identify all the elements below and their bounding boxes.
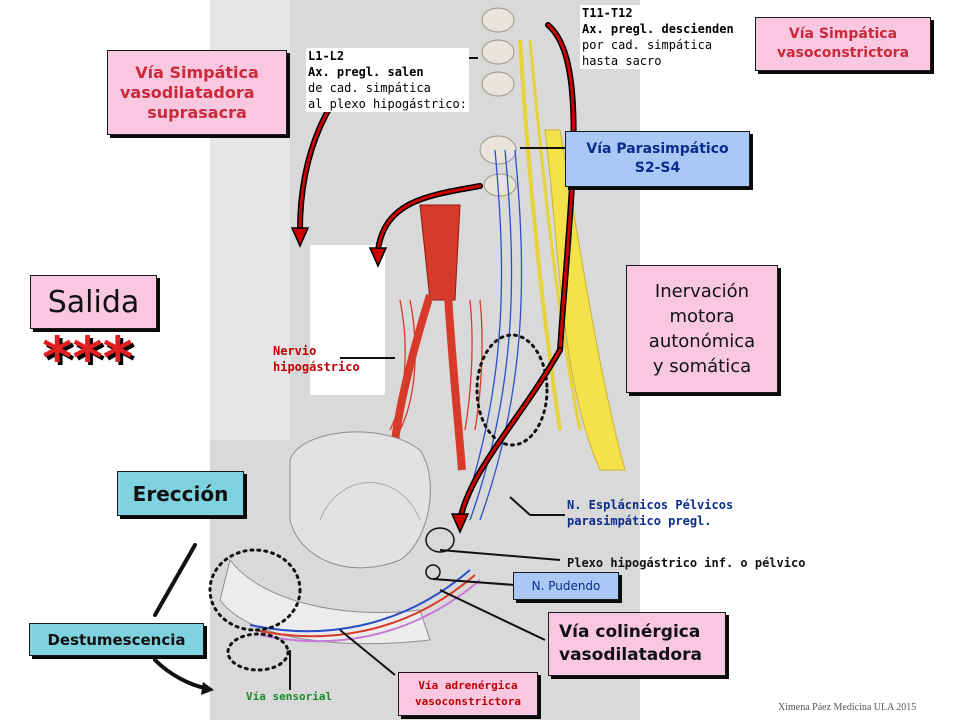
t11-line-1: T11-T12 (580, 5, 736, 21)
inervacion-line-2: motora (669, 306, 735, 327)
esplacnicos-line-2: parasimpático pregl. (567, 514, 712, 528)
esplacnicos-label: N. Esplácnicos Pélvicos parasimpático pr… (567, 497, 733, 529)
inervacion-line-1: Inervación (654, 281, 750, 302)
parasimp-line-2: S2-S4 (634, 160, 681, 176)
destumescencia-box: Destumescencia (29, 623, 204, 656)
salida-title: Salida (47, 284, 140, 320)
ereccion-box: Erección (117, 471, 244, 516)
nervio-hipogastrico-label: Nervio hipogástrico (273, 343, 360, 375)
pudendo-box: N. Pudendo (513, 572, 619, 600)
destumescencia-label: Destumescencia (47, 630, 186, 649)
t11-t12-label: T11-T12 Ax. pregl. descienden por cad. s… (580, 5, 736, 69)
simp-vasodil-line-1: Vía Simpática (135, 62, 259, 82)
colinergica-box: Vía colinérgica vasodilatadora (548, 612, 726, 676)
l1-line-1: L1-L2 (306, 48, 469, 64)
salida-title-box: Salida (30, 275, 157, 329)
pudendo-label: N. Pudendo (531, 579, 601, 593)
l1-line-2: Ax. pregl. salen (306, 64, 469, 80)
inervacion-box: Inervación motora autonómica y somática (626, 265, 778, 393)
stars-mark: *** (42, 324, 133, 392)
inervacion-line-3: autonómica (648, 331, 756, 352)
l1-line-3: de cad. simpática (306, 80, 469, 96)
simp-vasoconstrictora-box: Vía Simpática vasoconstrictora (755, 17, 931, 71)
credit-text: Ximena Páez Medicina ULA 2015 (778, 702, 917, 713)
adrenergica-box: Vía adrenérgica vasoconstrictora (398, 672, 538, 716)
sensorial-label: Vía sensorial (246, 690, 333, 703)
parasimpatico-box: Vía Parasimpático S2-S4 (565, 131, 750, 187)
inervacion-line-4: y somática (652, 356, 752, 377)
simp-vasocons-line-2: vasoconstrictora (776, 45, 910, 61)
esplacnicos-line-1: N. Esplácnicos Pélvicos (567, 498, 734, 512)
adrenergica-line-1: Vía adrenérgica (418, 679, 518, 692)
colinergica-line-1: Vía colinérgica (559, 622, 701, 642)
t11-line-2: Ax. pregl. descienden (580, 21, 736, 37)
colinergica-line-2: vasodilatadora (559, 645, 702, 665)
parasimp-line-1: Vía Parasimpático (586, 141, 729, 157)
l1-line-4: al plexo hipogástrico: (306, 96, 469, 112)
simp-vasodil-line-3: suprasacra (147, 102, 247, 122)
simp-vasodilatadora-box: Vía Simpática vasodilatadora suprasacra (107, 50, 287, 135)
adrenergica-line-2: vasoconstrictora (415, 695, 521, 708)
t11-line-3: por cad. simpática (580, 37, 736, 53)
nervio-line-2: hipogástrico (273, 360, 360, 374)
simp-vasocons-line-1: Vía Simpática (788, 26, 898, 42)
plexo-label: Plexo hipogástrico inf. o pélvico (567, 556, 806, 570)
simp-vasodil-line-2: vasodilatadora (120, 82, 255, 102)
l1-l2-label: L1-L2 Ax. pregl. salen de cad. simpática… (306, 48, 469, 112)
nervio-line-1: Nervio (273, 344, 317, 358)
ereccion-label: Erección (132, 481, 229, 506)
t11-line-4: hasta sacro (580, 53, 736, 69)
